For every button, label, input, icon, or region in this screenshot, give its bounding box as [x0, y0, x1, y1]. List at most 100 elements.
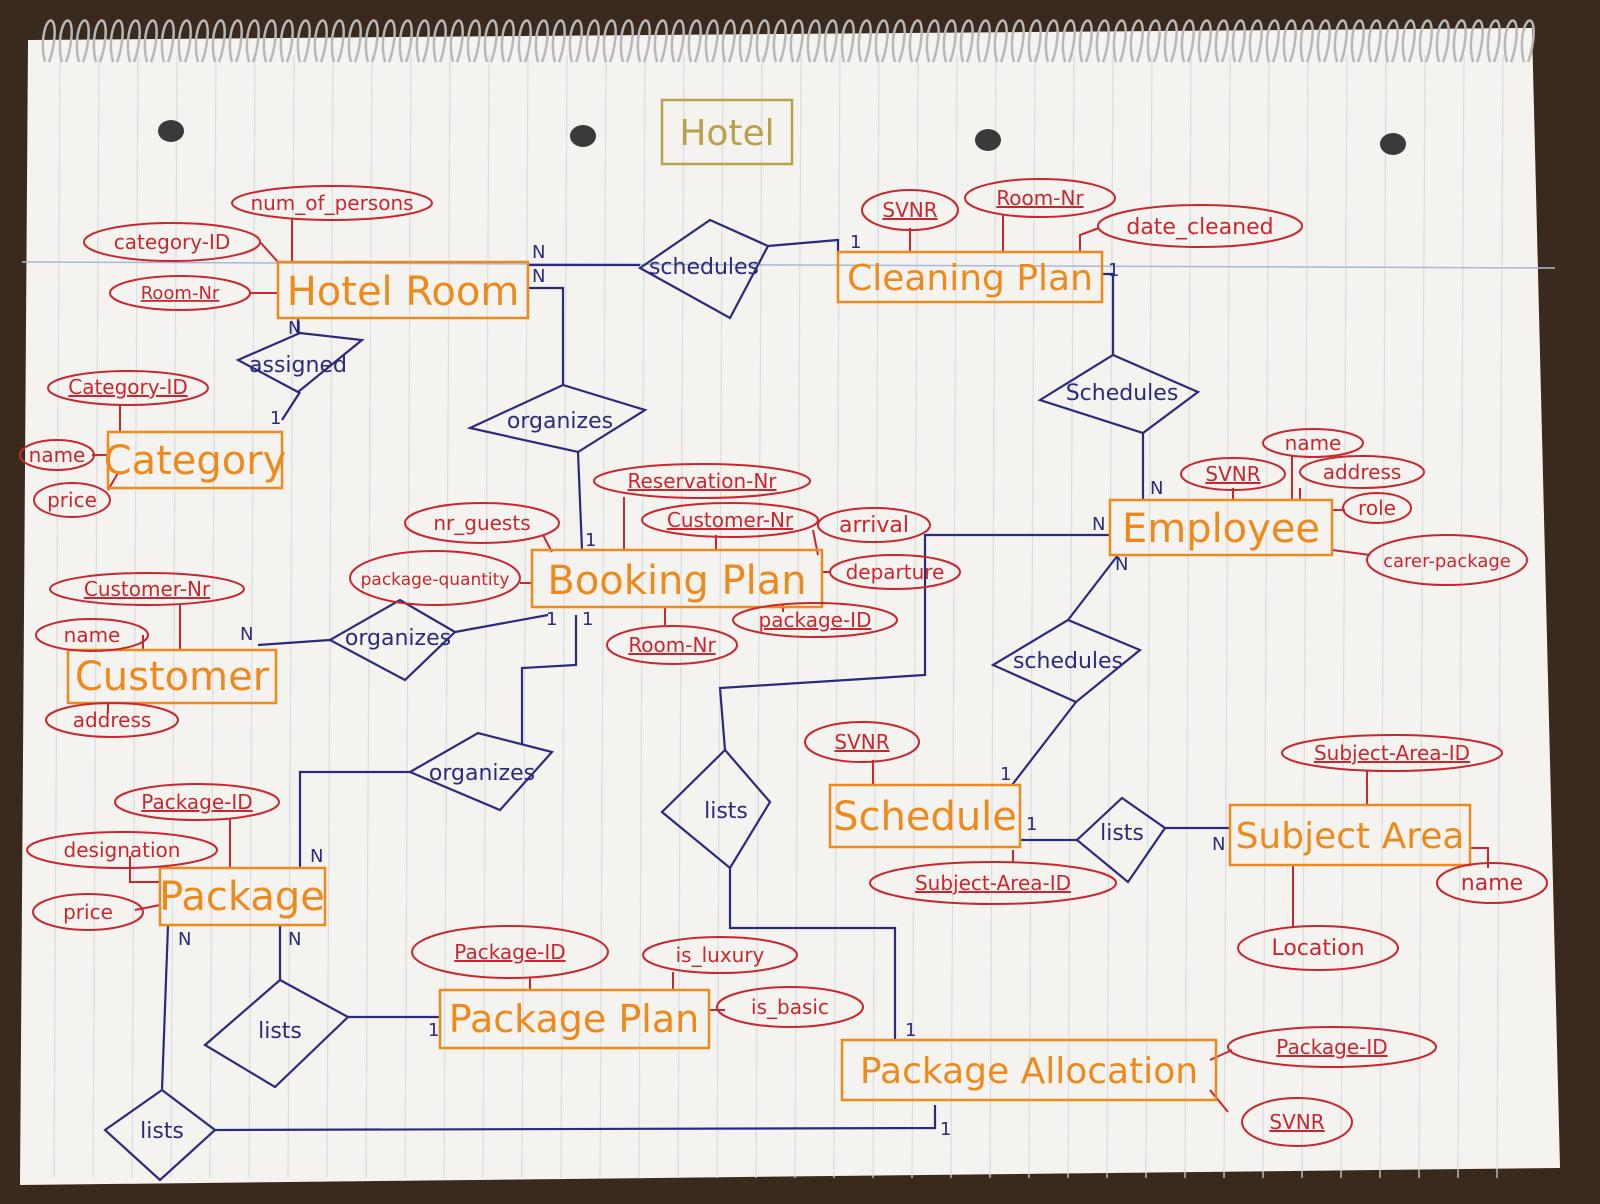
spiral-coil	[1316, 19, 1331, 63]
attr-label: Customer-Nr	[84, 577, 211, 601]
attr-svnr	[1241, 1097, 1353, 1147]
spiral-coil	[279, 19, 294, 63]
spiral-coil	[483, 19, 498, 63]
spiral-coil	[1231, 19, 1246, 63]
attr-label: address	[73, 708, 152, 732]
spiral-coil	[534, 19, 549, 63]
spiral-coil	[41, 19, 56, 63]
relationship-label: schedules	[1013, 649, 1123, 674]
spiral-coil	[942, 19, 957, 63]
attr-price	[33, 482, 111, 518]
attr-label: Subject-Area-ID	[915, 871, 1071, 895]
entity-booking-plan: Booking Plan	[530, 548, 824, 609]
relationship-label: lists	[1100, 821, 1144, 846]
entity-package-allocation: Package Allocation	[840, 1038, 1218, 1102]
entity-label: Category	[104, 438, 287, 484]
ruled-line	[1184, 54, 1192, 1179]
entity-label: Booking Plan	[547, 558, 806, 604]
attributes: num_of_persons category-ID Room-Nr SVNR …	[19, 178, 1548, 1147]
attr-price	[32, 893, 144, 931]
spiral-coil	[993, 19, 1008, 63]
attr-label: Category-ID	[68, 375, 188, 399]
relationship-label: organizes	[345, 626, 451, 651]
attr-category-id	[83, 222, 261, 262]
attr-room-nr	[606, 625, 738, 665]
attr-label: date_cleaned	[1126, 215, 1273, 240]
spiral-coil	[1248, 19, 1263, 63]
ruled-line	[1457, 54, 1465, 1179]
spiral-coil	[1435, 19, 1450, 63]
spiral-coil	[840, 19, 855, 63]
spiral-coil	[959, 19, 974, 63]
relationship-label: Schedules	[1066, 381, 1179, 406]
spiral-coil	[619, 19, 634, 63]
spiral-coil	[687, 19, 702, 63]
entity-hotel-room: Hotel Room	[276, 260, 530, 320]
attr-name	[35, 618, 149, 652]
spiral-coil	[466, 19, 481, 63]
cardinality: N	[1092, 514, 1105, 535]
spiral-coil	[500, 19, 515, 63]
punch-hole	[1380, 133, 1406, 155]
spiral-coil	[1486, 19, 1501, 63]
spiral-binding	[41, 19, 1535, 63]
attr-label: Room-Nr	[996, 186, 1084, 210]
spiral-coil	[857, 19, 872, 63]
spiral-coil	[313, 19, 328, 63]
relationship-label: organizes	[429, 761, 535, 786]
entity-label: Customer	[75, 654, 270, 700]
attr-name	[19, 439, 95, 471]
spiral-coil	[1401, 19, 1416, 63]
entity-subject-area: Subject Area	[1228, 803, 1472, 867]
attr-label: name	[1461, 871, 1523, 896]
relationship-label: lists	[704, 799, 748, 824]
attr-label: is_basic	[751, 995, 829, 1019]
attr-label: price	[63, 900, 113, 924]
attr-location	[1237, 925, 1399, 971]
cardinality: 1	[585, 530, 596, 551]
attr-departure	[829, 554, 961, 590]
cardinality: 1	[905, 1020, 916, 1041]
attr-label: SVNR	[1205, 462, 1260, 486]
ruled-line	[1379, 54, 1387, 1179]
attr-address	[1299, 455, 1425, 489]
spiral-coil	[925, 19, 940, 63]
relationship-schedules-room-cleaning: schedules	[637, 218, 770, 320]
ruled-line	[716, 54, 724, 1179]
attr-label: Subject-Area-ID	[1314, 741, 1470, 765]
attr-label: nr_guests	[433, 511, 530, 535]
attr-label: departure	[846, 560, 945, 584]
spiral-coil	[1044, 19, 1059, 63]
attr-carer-package	[1366, 534, 1528, 586]
attr-label: category-ID	[114, 230, 231, 254]
relationship-organizes-booking-package: organizes	[407, 731, 555, 812]
spiral-coil	[160, 19, 175, 63]
punch-hole	[570, 125, 596, 147]
spiral-coil	[296, 19, 311, 63]
entity-label: Package	[159, 874, 325, 920]
relationship-assigned: assigned	[235, 331, 365, 394]
attr-label: Package-ID	[454, 940, 565, 964]
attr-package-id	[114, 783, 280, 821]
spiral-coil	[1197, 19, 1212, 63]
spiral-coil	[1180, 19, 1195, 63]
relationship-organizes-customer-booking: organizes	[327, 598, 457, 682]
spiral-coil	[415, 19, 430, 63]
attr-package-quantity	[349, 550, 521, 606]
entity-employee: Employee	[1108, 498, 1334, 557]
spiral-coil	[1367, 19, 1382, 63]
attr-room-nr	[964, 178, 1116, 218]
spiral-coil	[1469, 19, 1484, 63]
cardinality: 1	[1108, 260, 1119, 281]
cardinality: N	[310, 846, 323, 867]
punch-hole	[975, 129, 1001, 151]
attr-category-id	[47, 370, 209, 406]
cardinality: 1	[546, 609, 557, 630]
attr-label: Reservation-Nr	[627, 469, 777, 493]
spiral-coil	[1061, 19, 1076, 63]
spiral-coil	[262, 19, 277, 63]
attr-address	[45, 702, 179, 738]
ruled-line	[248, 54, 256, 1179]
spiral-coil	[602, 19, 617, 63]
attr-label: package-ID	[759, 608, 872, 632]
